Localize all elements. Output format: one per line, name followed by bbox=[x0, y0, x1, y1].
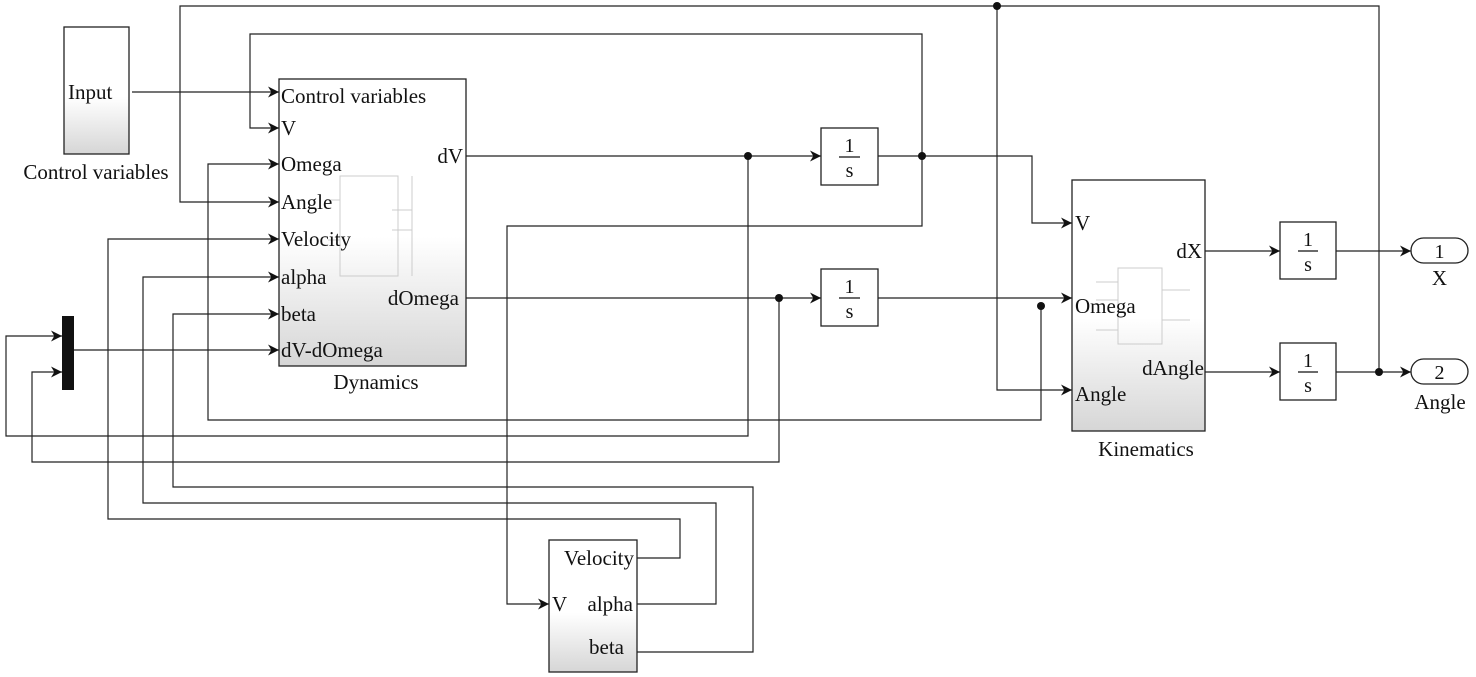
integrator-4-denominator: s bbox=[1304, 375, 1312, 397]
integrator-1-denominator: s bbox=[846, 160, 854, 182]
branch-points bbox=[744, 2, 1383, 376]
kinematics-block-label: Kinematics bbox=[1098, 437, 1194, 461]
aero-output-velocity: Velocity bbox=[564, 546, 634, 570]
input-block[interactable]: Input Control variables bbox=[23, 26, 169, 184]
outport-x-number: 1 bbox=[1435, 241, 1445, 263]
branch-dot bbox=[775, 294, 783, 302]
signal-lines bbox=[5, 5, 1411, 653]
aero-output-alpha: alpha bbox=[588, 592, 634, 616]
kinematics-input-angle: Angle bbox=[1075, 382, 1126, 406]
integrator-1[interactable]: 1 s bbox=[820, 127, 879, 186]
wire-angle-feedback[interactable] bbox=[179, 5, 997, 208]
aero-block[interactable]: V Velocity alpha beta bbox=[548, 539, 638, 673]
kinematics-block-icon bbox=[1096, 267, 1190, 345]
aero-output-beta: beta bbox=[589, 635, 625, 659]
wire-velocity[interactable] bbox=[107, 233, 681, 559]
kinematics-output-dx: dX bbox=[1176, 239, 1202, 263]
dynamics-input-omega: Omega bbox=[281, 152, 342, 176]
outport-angle[interactable]: 2 Angle bbox=[1410, 358, 1469, 414]
aero-input-v: V bbox=[552, 592, 567, 616]
mux-block[interactable] bbox=[62, 316, 74, 390]
dynamics-input-v: V bbox=[281, 116, 296, 140]
wire-v-to-aero[interactable] bbox=[506, 156, 923, 610]
integrator-1-numerator: 1 bbox=[845, 135, 855, 157]
outport-x-body[interactable] bbox=[1410, 237, 1469, 264]
aero-block-body[interactable] bbox=[548, 539, 638, 673]
outport-angle-label: Angle bbox=[1414, 390, 1465, 414]
outport-angle-number: 2 bbox=[1435, 362, 1445, 384]
dynamics-output-domega: dOmega bbox=[388, 286, 460, 310]
dynamics-block-icon bbox=[328, 175, 413, 277]
integrator-4[interactable]: 1 s bbox=[1279, 342, 1337, 401]
branch-dot bbox=[1375, 368, 1383, 376]
integrator-2-numerator: 1 bbox=[845, 276, 855, 298]
branch-dot bbox=[918, 152, 926, 160]
integrator-2[interactable]: 1 s bbox=[820, 268, 879, 327]
wire-alpha[interactable] bbox=[142, 271, 717, 605]
dynamics-input-alpha: alpha bbox=[281, 265, 327, 289]
integrator-3-denominator: s bbox=[1304, 254, 1312, 276]
kinematics-block[interactable]: V Omega Angle dX dAngle Kinematics bbox=[1071, 179, 1206, 461]
dynamics-input-beta: beta bbox=[281, 302, 317, 326]
dynamics-block-body[interactable] bbox=[278, 78, 467, 367]
kinematics-input-v: V bbox=[1075, 211, 1090, 235]
integrator-4-numerator: 1 bbox=[1303, 350, 1313, 372]
dynamics-input-velocity: Velocity bbox=[281, 227, 351, 251]
kinematics-block-body[interactable] bbox=[1071, 179, 1206, 432]
wire-int1-to-kin-v[interactable] bbox=[878, 155, 1072, 229]
input-block-label: Control variables bbox=[23, 160, 168, 184]
integrator-3-numerator: 1 bbox=[1303, 229, 1313, 251]
dynamics-output-dv: dV bbox=[437, 144, 463, 168]
wire-omega-feedback[interactable] bbox=[207, 158, 1042, 421]
dynamics-block-label: Dynamics bbox=[333, 370, 418, 394]
dynamics-input-dv-domega: dV-dOmega bbox=[281, 338, 384, 362]
outport-x-label: X bbox=[1432, 266, 1447, 290]
wire-angle-to-kin[interactable] bbox=[996, 6, 1072, 396]
integrator-3[interactable]: 1 s bbox=[1279, 221, 1337, 280]
integrator-2-denominator: s bbox=[846, 301, 854, 323]
dynamics-block[interactable]: Control variables V Omega Angle Velocity… bbox=[278, 78, 467, 394]
wire-v-feedback[interactable] bbox=[249, 33, 923, 156]
branch-dot bbox=[993, 2, 1001, 10]
branch-dot bbox=[744, 152, 752, 160]
dynamics-input-angle: Angle bbox=[281, 190, 332, 214]
outport-x[interactable]: 1 X bbox=[1410, 237, 1469, 290]
kinematics-input-omega: Omega bbox=[1075, 294, 1136, 318]
input-block-body[interactable] bbox=[63, 26, 130, 155]
branch-dot bbox=[1037, 302, 1045, 310]
wire-beta[interactable] bbox=[172, 308, 754, 653]
wire-dv-to-mux[interactable] bbox=[5, 156, 749, 437]
input-port-label: Input bbox=[68, 80, 112, 104]
wire-domega-to-mux[interactable] bbox=[31, 298, 780, 463]
kinematics-output-dangle: dAngle bbox=[1142, 356, 1204, 380]
outport-angle-body[interactable] bbox=[1410, 358, 1469, 385]
dynamics-input-control-variables: Control variables bbox=[281, 84, 426, 108]
wire-angle-top-loop[interactable] bbox=[997, 5, 1380, 372]
